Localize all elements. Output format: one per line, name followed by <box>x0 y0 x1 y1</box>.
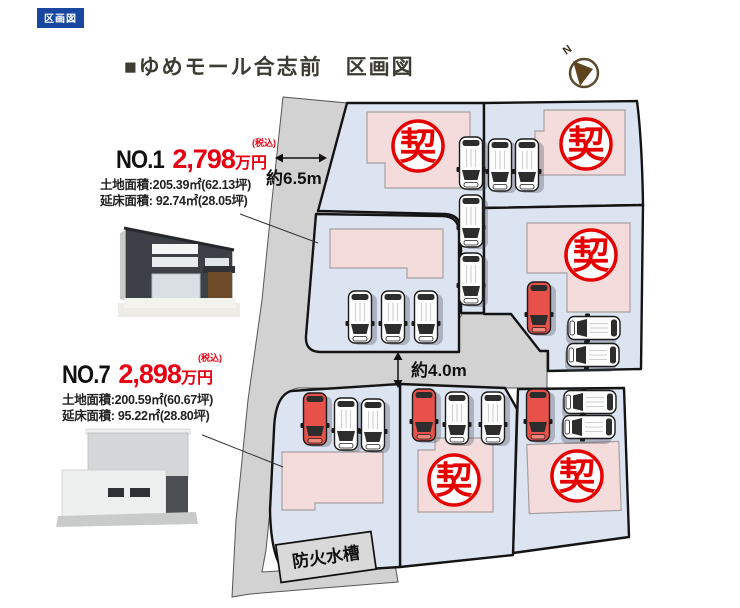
svg-text:契: 契 <box>400 126 437 167</box>
svg-text:契: 契 <box>573 235 610 276</box>
price-value: 2,798 <box>172 144 236 174</box>
listing-no1-price-line: NO.1 (税込) 2,798万円 <box>100 138 276 175</box>
photo-no7 <box>56 428 202 532</box>
listing-no7-price-line: NO.7 (税込) 2,898万円 <box>62 353 222 390</box>
road-width-mid-label: 約4.0m <box>411 360 467 380</box>
sold-stamp-top-right: 契 <box>559 117 613 171</box>
floor-area-label: 延床面積: 92.74㎡(28.05坪) <box>100 194 248 208</box>
car-white <box>378 290 410 345</box>
car-white <box>566 313 621 345</box>
sold-stamps-layer: 契契契契契 <box>391 117 618 507</box>
svg-text:契: 契 <box>568 124 605 165</box>
sold-stamp-bottom-right: 契 <box>550 449 604 503</box>
compass: N <box>561 43 600 89</box>
car-white <box>512 138 544 193</box>
land-area-label: 土地面積:205.39㎡(62.13坪) <box>100 178 252 192</box>
car-red <box>523 388 555 443</box>
car-white <box>456 252 488 307</box>
car-red <box>524 281 556 336</box>
tax-note: (税込) <box>197 353 222 363</box>
car-white <box>345 290 377 345</box>
lot-number-label: NO.7 <box>62 361 111 389</box>
svg-text:契: 契 <box>559 456 596 497</box>
price-unit: 万円 <box>180 370 213 387</box>
tax-note: (税込) <box>251 138 276 148</box>
car-white <box>411 290 443 345</box>
page-title: ■ゆめモール合志前 区画図 <box>124 56 415 79</box>
price-unit: 万円 <box>234 155 267 172</box>
building-no1 <box>329 228 444 279</box>
fire-tank-box: 防火水槽 <box>274 530 378 584</box>
leader-line-no1 <box>239 213 319 244</box>
price-wrap: (税込) 2,898万円 <box>118 353 222 390</box>
road-width-top-label: 約6.5m <box>266 168 322 188</box>
dimension-road-width-mid <box>393 352 403 388</box>
car-white <box>478 391 510 446</box>
dimension-road-width-top <box>275 153 327 163</box>
car-white <box>456 136 488 191</box>
svg-text:契: 契 <box>436 460 473 501</box>
kukakuzu-badge: 区画図 <box>37 8 84 28</box>
car-red <box>300 392 332 447</box>
sold-stamp-bottom-middle: 契 <box>427 453 481 507</box>
listing-no1: NO.1 (税込) 2,798万円 土地面積:205.39㎡(62.13坪) 延床… <box>100 138 276 209</box>
cars-layer <box>300 136 621 453</box>
listing-no7: NO.7 (税込) 2,898万円 土地面積:200.59㎡(60.67坪) 延床… <box>62 353 222 424</box>
price-value: 2,898 <box>118 359 182 389</box>
car-white <box>456 194 488 249</box>
building-no7 <box>281 451 384 511</box>
car-white <box>442 391 474 446</box>
car-red <box>409 388 441 443</box>
compass-n-label: N <box>561 43 574 57</box>
sold-stamp-right-middle: 契 <box>564 228 618 282</box>
price-wrap: (税込) 2,798万円 <box>172 138 276 175</box>
car-white <box>331 397 363 452</box>
car-white <box>562 387 617 419</box>
car-white <box>485 138 517 193</box>
car-white <box>565 340 620 372</box>
car-white <box>358 398 390 453</box>
lot-number-label: NO.1 <box>116 146 165 174</box>
photo-no1 <box>112 222 248 323</box>
leader-line-no7 <box>199 433 284 468</box>
land-area-label: 土地面積:200.59㎡(60.67坪) <box>62 393 214 407</box>
sold-stamp-top-left: 契 <box>391 119 445 173</box>
compass-needle-icon <box>573 61 593 86</box>
car-white <box>561 412 616 444</box>
floor-area-label: 延床面積: 95.22㎡(28.80坪) <box>62 409 210 423</box>
